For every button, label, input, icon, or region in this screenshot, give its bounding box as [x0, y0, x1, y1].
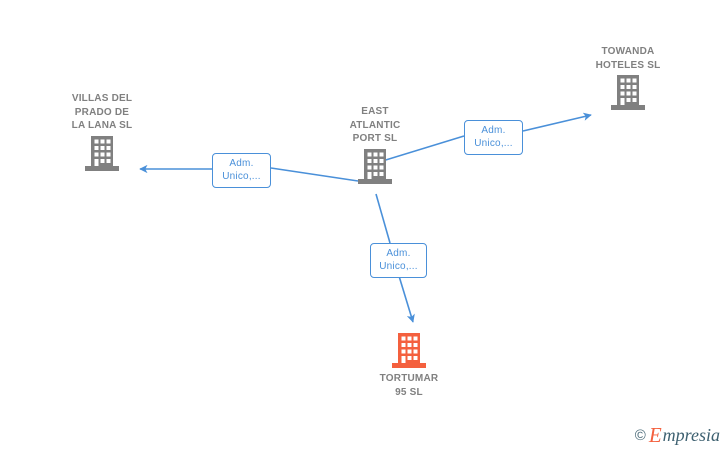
edge-label-east-atlantic-to-tortumar[interactable]: Adm. Unico,... [370, 243, 427, 278]
node-villas-del-prado-de-la-lana[interactable]: VILLAS DEL PRADO DE LA LANA SL [32, 92, 172, 172]
brand-name: mpresia [662, 425, 720, 445]
edge-east-atlantic-to-tortumar [375, 193, 415, 323]
node-label-tortumar-95: TORTUMAR 95 SL [379, 373, 439, 398]
empresia-watermark: © E mpresia [634, 423, 720, 447]
node-east-atlantic-port[interactable]: EAST ATLANTIC PORT SL [305, 105, 445, 185]
edge-label-east-atlantic-to-villas[interactable]: Adm. Unico,... [212, 153, 271, 188]
building-icon [85, 135, 119, 171]
node-label-east-atlantic-port: EAST ATLANTIC PORT SL [349, 106, 401, 144]
node-label-towanda-hoteles: TOWANDA HOTELES SL [595, 46, 661, 71]
copyright-icon: © [634, 426, 646, 444]
node-tortumar-95[interactable]: TORTUMAR 95 SL [339, 333, 479, 399]
building-icon [611, 75, 645, 110]
node-label-villas-del-prado-de-la-lana: VILLAS DEL PRADO DE LA LANA SL [71, 93, 133, 131]
building-icon [358, 148, 392, 184]
edge-east-atlantic-to-villas [139, 164, 359, 182]
edge-label-east-atlantic-to-towanda[interactable]: Adm. Unico,... [464, 120, 523, 155]
node-towanda-hoteles[interactable]: TOWANDA HOTELES SL [558, 45, 698, 111]
brand-initial: E [648, 423, 662, 447]
building-icon [392, 333, 426, 368]
